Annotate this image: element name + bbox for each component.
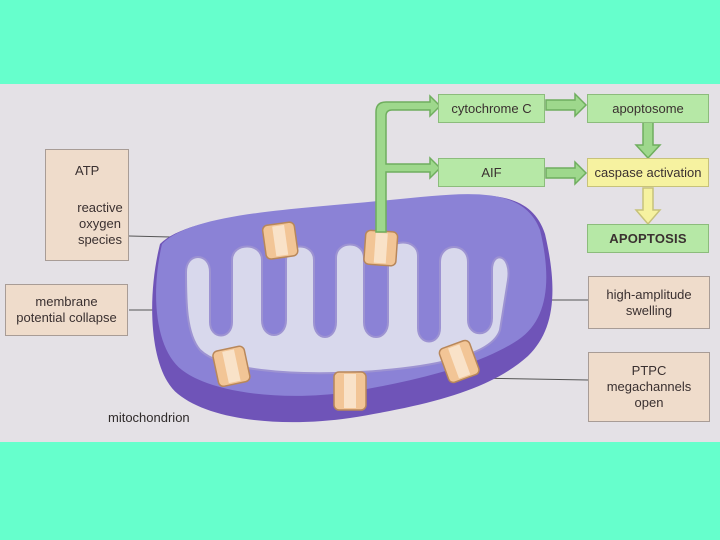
apoptosis-box: APOPTOSIS (587, 224, 709, 253)
channel-4 (333, 371, 367, 411)
arrow-cytc-apoptosome (545, 92, 588, 118)
channel-5 (438, 339, 480, 384)
channel-3 (212, 345, 251, 388)
channel-2 (363, 229, 399, 267)
aif-box: AIF (438, 158, 545, 187)
arrow-caspase-apoptosis (634, 187, 662, 226)
caspase-activation-box: caspase activation (587, 158, 709, 187)
atp-label: ATP (75, 163, 100, 178)
ptpc-channels (212, 221, 480, 411)
arrow-aif-caspase (545, 160, 588, 186)
mitochondrion-caption: mitochondrion (108, 410, 190, 425)
membrane-collapse-box: membrane potential collapse (5, 284, 128, 336)
cytochrome-c-box: cytochrome C (438, 94, 545, 123)
ptpc-box: PTPC megachannels open (588, 352, 710, 422)
channel-1 (261, 221, 299, 260)
atp-ros-box (45, 149, 129, 261)
arrow-apoptosome-caspase (634, 121, 662, 160)
release-pathway (375, 92, 662, 233)
swelling-box: high-amplitude swelling (588, 276, 710, 329)
apoptosome-box: apoptosome (587, 94, 709, 123)
mitochondrion-cristae (184, 241, 510, 375)
ros-label: reactive oxygen species (77, 200, 123, 247)
green-branch-arrow (375, 94, 442, 233)
